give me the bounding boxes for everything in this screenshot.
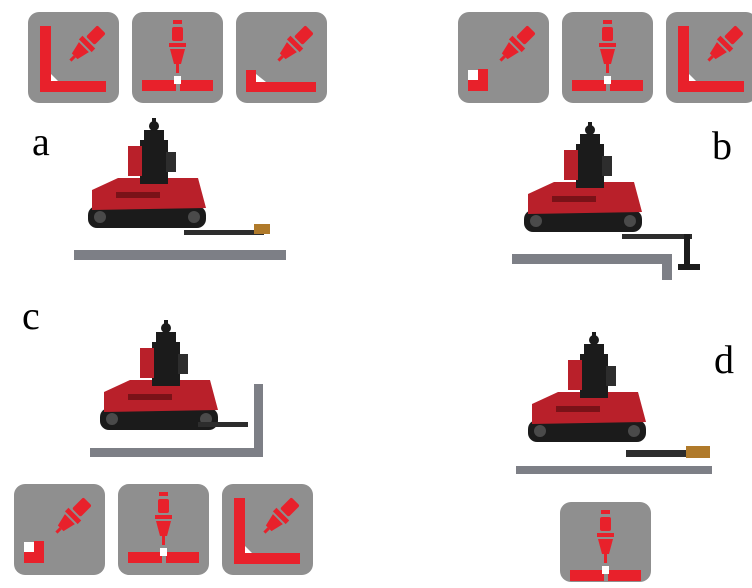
inside-corner-fillet-icon (28, 12, 119, 103)
panel-a: a (0, 0, 376, 294)
panel-d: d (376, 294, 752, 588)
welding-robot-image (516, 326, 726, 481)
panel-c: c (0, 294, 376, 588)
panel-label: b (712, 123, 732, 168)
welding-robot-image (90, 314, 270, 464)
step-lap-icon (14, 484, 105, 575)
panel-label: c (22, 293, 40, 338)
step-lap-icon (458, 12, 549, 103)
welding-robot-image (74, 110, 288, 270)
flat-butt-icon (560, 502, 651, 582)
inside-corner-fillet-icon (666, 12, 752, 103)
outside-corner-icon (236, 12, 327, 103)
flat-butt-icon (562, 12, 653, 103)
flat-butt-icon (132, 12, 223, 103)
welding-robot-image (512, 114, 732, 284)
panel-label: d (714, 337, 734, 382)
panel-b: b (376, 0, 752, 294)
flat-butt-icon (118, 484, 209, 575)
panel-label: a (32, 119, 50, 164)
inside-corner-fillet-icon (222, 484, 313, 575)
